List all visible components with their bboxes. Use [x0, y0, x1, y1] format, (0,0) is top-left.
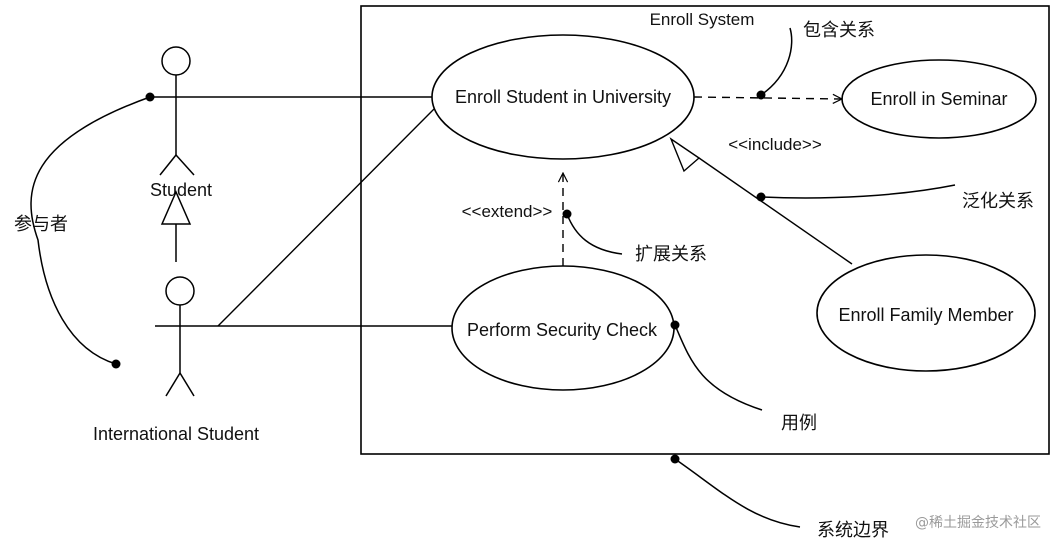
annotation-generalization: 泛化关系 [962, 191, 1034, 212]
callout-system-boundary [674, 458, 801, 528]
use-case-security-check: Perform Security Check [451, 265, 675, 391]
use-case-generalization [669, 137, 853, 265]
use-case-enroll-seminar: Enroll in Seminar [841, 59, 1037, 139]
international-student-actor [155, 276, 218, 397]
actor-generalization [160, 190, 192, 262]
annotation-lines [30, 27, 956, 528]
annotation-extend: 扩展关系 [635, 244, 707, 265]
callout-use-case [674, 324, 763, 411]
annotation-actor: 参与者 [14, 214, 68, 235]
annotation-include: 包含关系 [803, 20, 875, 41]
callout-include [760, 27, 793, 96]
extend-stereotype: <<extend>> [462, 202, 553, 221]
student-head [161, 46, 191, 76]
annotation-dots [111, 90, 766, 464]
system-title: Enroll System [650, 10, 755, 29]
callout-extend [566, 213, 623, 255]
assoc-intl-enroll [217, 106, 437, 327]
use-case-enroll-university: Enroll Student in University [431, 34, 695, 160]
svg-text:Enroll in Seminar: Enroll in Seminar [870, 89, 1007, 109]
student-label: Student [150, 180, 212, 200]
international-student-head [165, 276, 195, 306]
include-arrow [693, 97, 842, 99]
use-case-family-member: Enroll Family Member [816, 254, 1036, 372]
annotation-use-case: 用例 [781, 413, 817, 434]
svg-text:Enroll Family Member: Enroll Family Member [838, 305, 1013, 325]
student-actor [150, 46, 202, 176]
callout-generalization [760, 184, 956, 199]
include-stereotype: <<include>> [728, 135, 822, 154]
svg-text:Perform Security Check: Perform Security Check [467, 320, 658, 340]
annotation-system-boundary: 系统边界 [817, 520, 889, 541]
international-student-label: International Student [93, 424, 259, 444]
callout-actor [30, 96, 151, 365]
watermark: @稀土掘金技术社区 [915, 515, 1041, 531]
system-boundary-rect [360, 5, 1050, 455]
associations [202, 96, 452, 327]
svg-text:Enroll Student in University: Enroll Student in University [455, 87, 671, 107]
